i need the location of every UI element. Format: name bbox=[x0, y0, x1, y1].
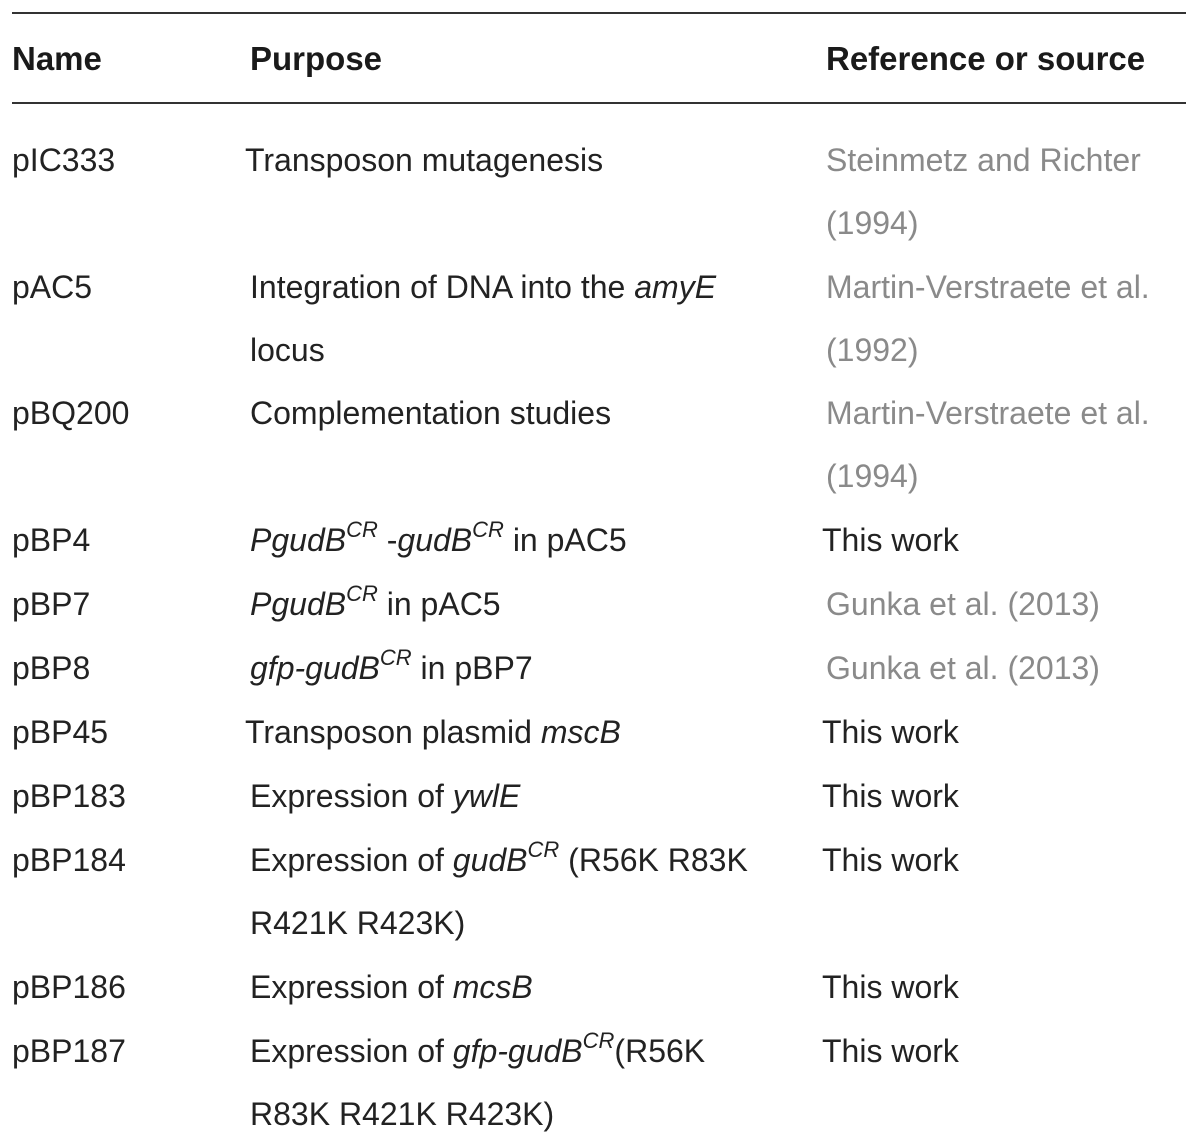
cell-name: pBP186 bbox=[12, 969, 126, 1005]
cell-purpose: Expression of gfp-gudBCR(R56K bbox=[250, 1028, 706, 1070]
cell-purpose: gfp-gudBCR in pBP7 bbox=[250, 645, 533, 687]
cell-reference: Martin-Verstraete et al. bbox=[826, 269, 1150, 305]
cell-reference: Martin-Verstraete et al. bbox=[826, 395, 1150, 431]
cell-reference: This work bbox=[822, 778, 959, 814]
table-header-rule bbox=[12, 102, 1186, 104]
cell-name: pAC5 bbox=[12, 269, 93, 305]
cell-purpose: PgudBCR in pAC5 bbox=[250, 581, 501, 623]
header-reference: Reference or source bbox=[826, 40, 1146, 77]
cell-purpose: Expression of mcsB bbox=[250, 969, 533, 1005]
cell-name: pBQ200 bbox=[12, 395, 130, 431]
header-name: Name bbox=[12, 40, 102, 77]
cell-name: pBP184 bbox=[12, 842, 126, 878]
cell-name: pBP187 bbox=[12, 1033, 126, 1069]
cell-reference: This work bbox=[822, 522, 959, 558]
cell-purpose-cont: R421K R423K) bbox=[250, 905, 466, 941]
cell-name: pIC333 bbox=[12, 142, 116, 178]
cell-name: pBP7 bbox=[12, 586, 91, 622]
cell-reference-cont: (1992) bbox=[826, 332, 919, 368]
cell-purpose: Transposon mutagenesis bbox=[245, 142, 604, 178]
cell-reference: This work bbox=[822, 969, 959, 1005]
cell-reference: Gunka et al. (2013) bbox=[826, 650, 1100, 686]
cell-reference: Gunka et al. (2013) bbox=[826, 586, 1100, 622]
cell-name: pBP183 bbox=[12, 778, 126, 814]
cell-reference-cont: (1994) bbox=[826, 458, 919, 494]
table-top-rule bbox=[12, 12, 1186, 14]
cell-name: pBP4 bbox=[12, 522, 91, 558]
cell-reference: This work bbox=[822, 1033, 959, 1069]
cell-reference-cont: (1994) bbox=[826, 205, 919, 241]
cell-purpose-cont: locus bbox=[250, 332, 325, 368]
cell-name: pBP45 bbox=[12, 714, 109, 750]
cell-reference: This work bbox=[822, 714, 959, 750]
cell-purpose: Complementation studies bbox=[250, 395, 612, 431]
cell-purpose: Expression of gudBCR (R56K R83K bbox=[250, 837, 748, 879]
cell-purpose: Expression of ywlE bbox=[250, 778, 521, 814]
cell-name: pBP8 bbox=[12, 650, 91, 686]
cell-purpose: Transposon plasmid mscB bbox=[245, 714, 621, 750]
cell-purpose: Integration of DNA into the amyE bbox=[250, 269, 717, 305]
cell-purpose: PgudBCR -gudBCR in pAC5 bbox=[250, 517, 627, 559]
cell-reference: This work bbox=[822, 842, 959, 878]
cell-reference: Steinmetz and Richter bbox=[826, 142, 1141, 178]
header-purpose: Purpose bbox=[250, 40, 383, 77]
cell-purpose-cont: R83K R421K R423K) bbox=[250, 1096, 555, 1132]
